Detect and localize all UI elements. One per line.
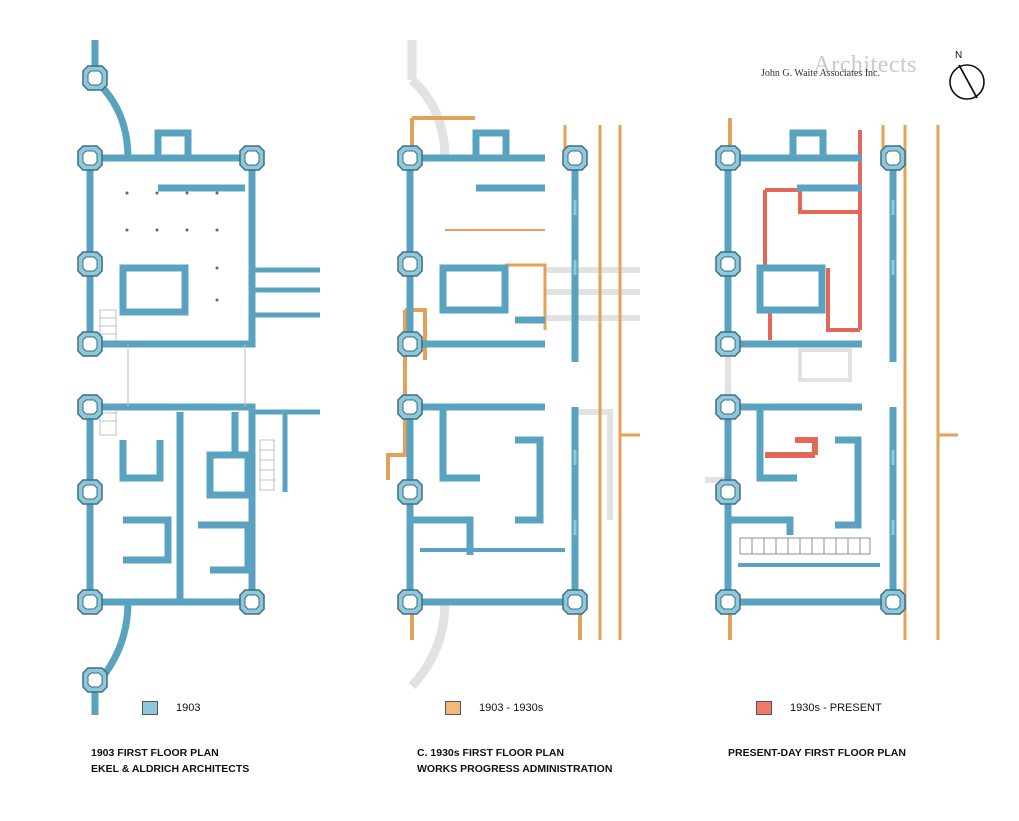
logo-firm-name: John G. Waite Associates Inc. — [761, 68, 880, 79]
caption-subtitle: EKEL & ALDRICH ARCHITECTS — [91, 763, 250, 775]
legend-label: 1930s - PRESENT — [790, 702, 882, 714]
legend-swatch — [142, 701, 158, 715]
legend-1903: 1903 — [142, 698, 200, 718]
logo-brand: Architects — [813, 52, 917, 78]
legend-1903-1930s: 1903 - 1930s — [445, 698, 543, 718]
caption-subtitle: WORKS PROGRESS ADMINISTRATION — [417, 763, 613, 775]
north-label: N — [955, 50, 963, 61]
firm-logo: Architects John G. Waite Associates Inc. — [757, 52, 917, 86]
legend-1930s-present: 1930s - PRESENT — [756, 698, 882, 718]
caption-title: PRESENT-DAY FIRST FLOOR PLAN — [728, 747, 906, 759]
legend-label: 1903 - 1930s — [479, 702, 544, 714]
caption-plan-present: PRESENT-DAY FIRST FLOOR PLAN — [728, 745, 906, 761]
legend-swatch — [445, 701, 461, 715]
legend-swatch — [756, 701, 772, 715]
caption-plan-1930s: C. 1930s FIRST FLOOR PLAN WORKS PROGRESS… — [417, 745, 612, 777]
caption-title: 1903 FIRST FLOOR PLAN — [91, 747, 219, 759]
north-arrow-icon: N — [947, 50, 987, 102]
caption-title: C. 1930s FIRST FLOOR PLAN — [417, 747, 565, 759]
plan-1903 — [77, 40, 320, 715]
caption-plan-1903: 1903 FIRST FLOOR PLAN EKEL & ALDRICH ARC… — [91, 745, 249, 777]
plan-1930s — [386, 40, 640, 690]
legend-label: 1903 — [176, 702, 201, 714]
plan-present — [705, 118, 958, 640]
